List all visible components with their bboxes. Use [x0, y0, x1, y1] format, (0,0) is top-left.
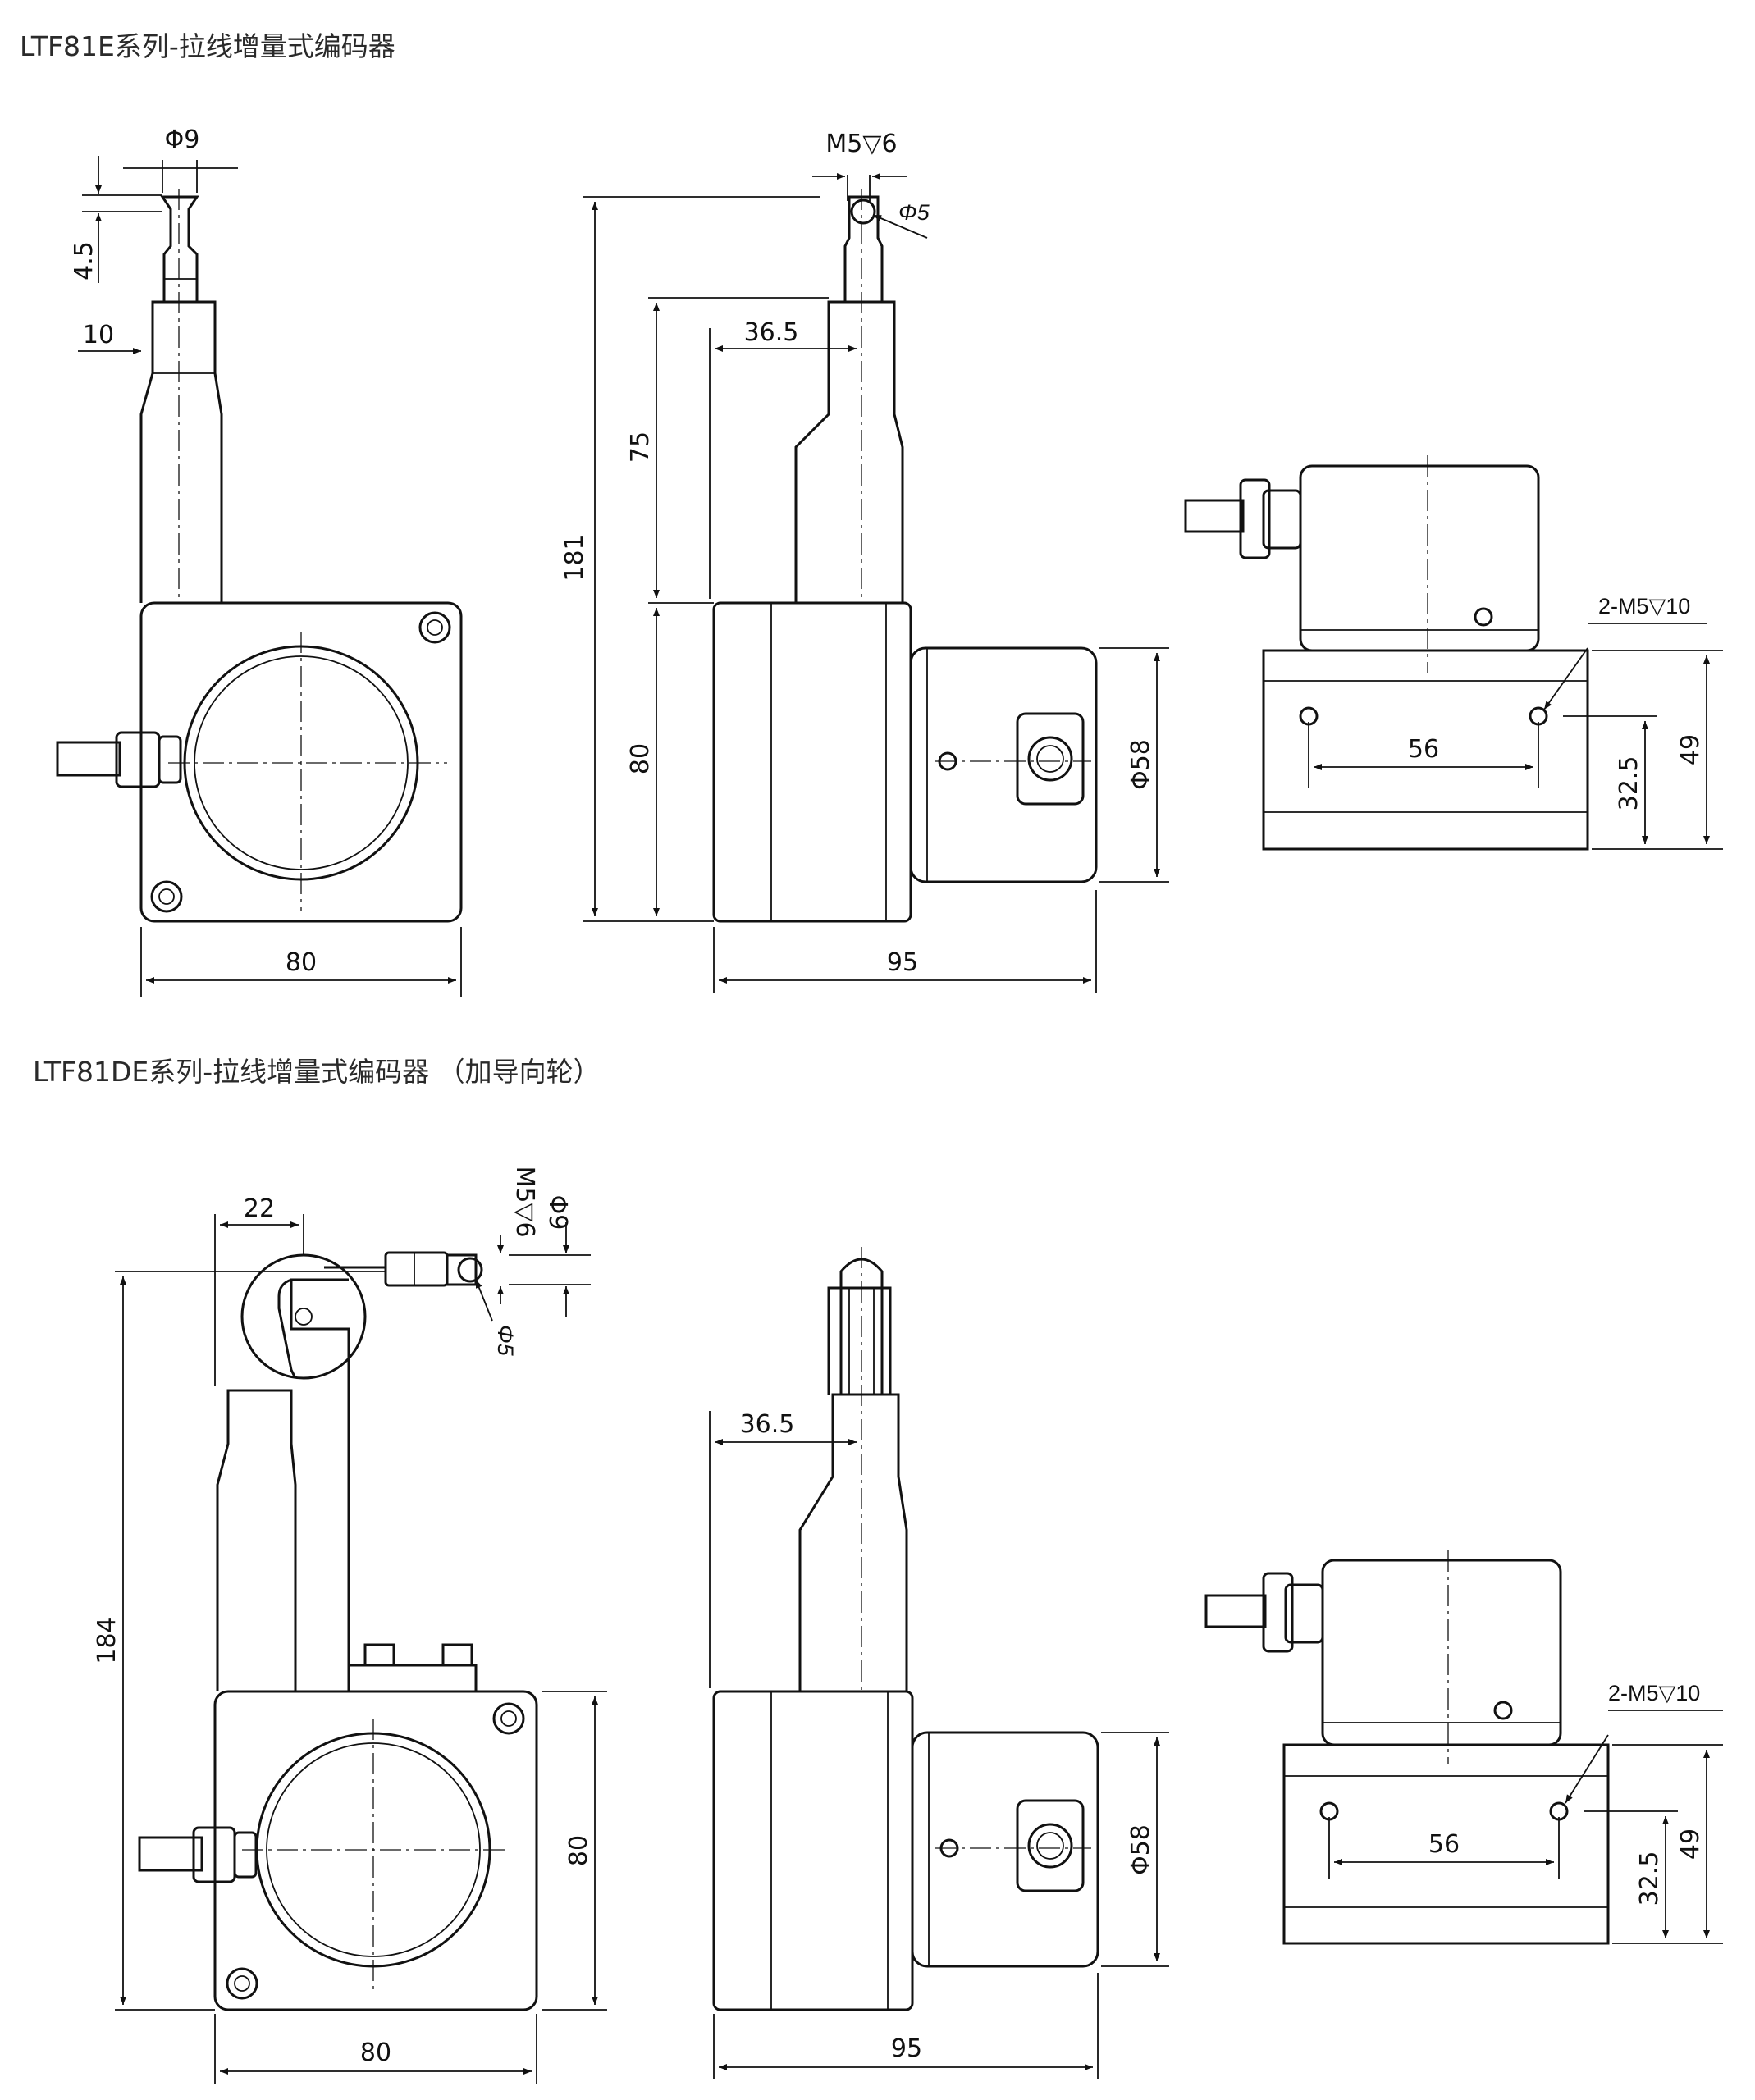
mount-screw-icon: [418, 611, 451, 644]
front1-neck-offset-label: 10: [83, 321, 114, 349]
top1-mount-holes-label: 2-M5▽10: [1598, 594, 1690, 619]
wire-tip: [160, 195, 199, 302]
side2-offset-label: 36.5: [740, 1410, 795, 1439]
mount-screw-icon: [150, 880, 183, 913]
front2-hole-diameter-label: Φ5: [493, 1325, 518, 1357]
top2-hole-height-label: 32.5: [1635, 1851, 1664, 1906]
front2-tip-diameter-label: Φ9: [543, 1195, 572, 1230]
front2-body-height-label: 80: [564, 1835, 593, 1866]
wire-guide-tube: [794, 300, 904, 603]
mount-screw-icon: [226, 1967, 258, 2000]
side2-encoder-diameter-label: Φ58: [1127, 1824, 1155, 1875]
front1-tip-length-label: 4.5: [70, 241, 98, 281]
section-1-title: LTF81E系列-拉线增量式编码器: [20, 30, 395, 62]
side1-cable-length-label: 75: [626, 431, 655, 463]
front1-width-label: 80: [286, 948, 317, 977]
housing-plate: [139, 601, 463, 923]
side1-offset-label: 36.5: [744, 318, 799, 347]
section-2-title: LTF81DE系列-拉线增量式编码器 （加导向轮）: [33, 1056, 601, 1088]
top1-hole-spacing-label: 56: [1408, 735, 1439, 764]
wire-eye-icon: [457, 1257, 483, 1283]
mount-block: [1262, 649, 1589, 851]
side1-encoder-diameter-label: Φ58: [1127, 739, 1155, 790]
side-view-1: M5▽6 Φ5 181 75 80 36.5 95 Φ58: [560, 130, 1169, 993]
front2-width-label: 80: [360, 2038, 391, 2067]
top1-hole-height-label: 32.5: [1615, 756, 1643, 811]
side1-total-height-label: 181: [560, 534, 589, 581]
cable-gland-icon: [138, 1826, 258, 1883]
top2-mount-holes-label: 2-M5▽10: [1608, 1681, 1700, 1705]
side1-hole-diameter-label: Φ5: [898, 200, 930, 225]
front1-tip-diameter-label: Φ9: [165, 126, 200, 154]
housing-plate: [213, 1690, 538, 2011]
housing-side: [712, 1690, 914, 2011]
encoder-cap: [1299, 464, 1540, 652]
mount-screw-icon: [492, 1702, 525, 1735]
top2-hole-spacing-label: 56: [1428, 1830, 1460, 1859]
front-view-2: 22 184 80 80 M5▽6 Φ9 Φ5: [93, 1166, 607, 2084]
side1-thread-label: M5▽6: [825, 130, 897, 158]
front2-pulley-offset-label: 22: [244, 1194, 275, 1223]
mount-block: [1282, 1743, 1610, 1945]
guide-pulley: [240, 1253, 367, 1380]
front2-total-height-label: 184: [93, 1617, 121, 1664]
side1-depth-label: 95: [887, 948, 918, 977]
cable-gland-icon: [56, 731, 182, 788]
encoder-body: [909, 646, 1098, 883]
housing-side: [712, 601, 912, 923]
wire-eye-icon: [850, 199, 876, 225]
front2-thread-label: M5▽6: [510, 1166, 539, 1237]
front-view-1: 80 Φ9 4.5 10: [56, 126, 463, 997]
top2-body-height-label: 49: [1676, 1828, 1705, 1860]
side1-body-height-label: 80: [626, 743, 655, 774]
wire-guide-tube: [216, 1389, 297, 1691]
encoder-body: [911, 1731, 1099, 1968]
top1-body-height-label: 49: [1676, 734, 1705, 765]
wire-guide-tube: [139, 300, 223, 603]
top-view-2: 56 2-M5▽10 32.5 49: [1204, 1550, 1723, 1945]
encoder-cap: [1321, 1559, 1562, 1746]
side2-depth-label: 95: [891, 2034, 922, 2063]
top-view-1: 56 2-M5▽10 32.5 49: [1184, 455, 1723, 851]
wire-guide-tube: [798, 1393, 908, 1691]
side-view-2: 36.5 95 Φ58: [709, 1247, 1169, 2079]
wire-tip: [843, 195, 884, 302]
